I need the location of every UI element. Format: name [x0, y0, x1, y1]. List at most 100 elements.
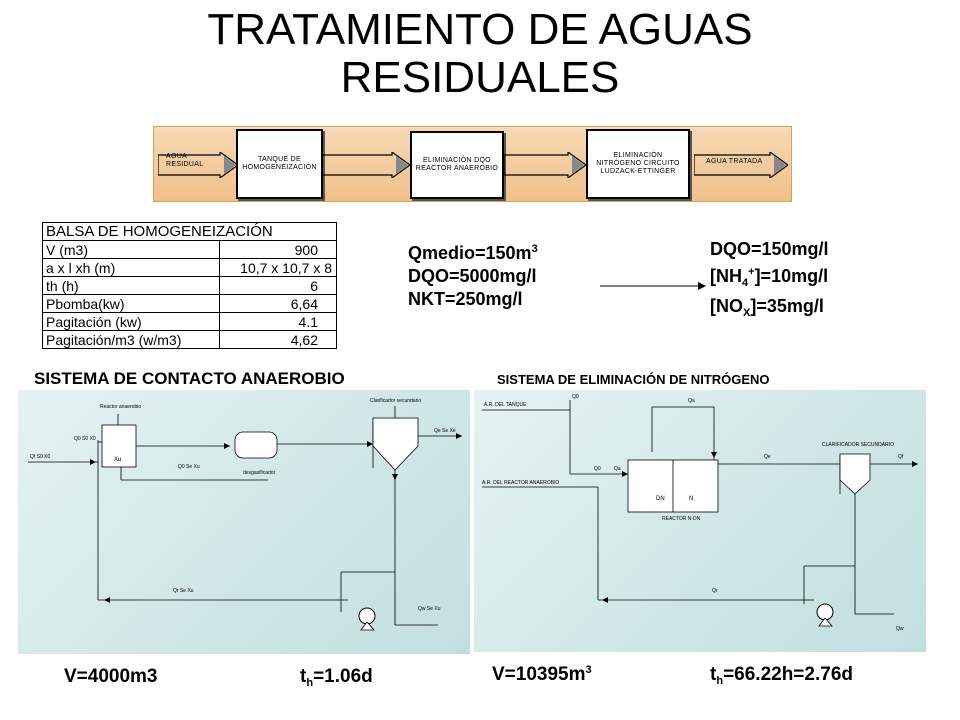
table-row: th (h)6: [42, 276, 337, 295]
nitrogen-lines: [482, 400, 918, 627]
transform-arrow: [600, 282, 706, 290]
anaerobic-title: SISTEMA DE CONTACTO ANAEROBIO: [34, 369, 345, 388]
page-title: TRATAMIENTO DE AGUAS RESIDUALES: [0, 6, 960, 102]
table-value: 6,64: [219, 294, 337, 313]
anaerobic-volume: V=4000m3: [64, 666, 158, 687]
tanque-l2: HOMOGENEIZACIÓN: [242, 164, 317, 171]
effluent-nh4: [NH4+]=10mg/l: [710, 261, 829, 295]
nox-a: [NO: [710, 296, 743, 316]
nitrogen-q0-label: Q0: [594, 466, 601, 472]
table-label: Pbomba(kw): [42, 294, 220, 313]
anaerobic-inflow-label: Qf S0 X0: [30, 454, 51, 460]
nitrogen-title: SISTEMA DE ELIMINACIÓN DE NITRÓGENO: [497, 372, 770, 387]
nitrogen-qe-label: Qe: [764, 454, 771, 460]
agua-residual-l1: AGUA: [166, 153, 188, 160]
agua-residual-label: AGUA RESIDUAL: [166, 153, 236, 169]
anaerobic-xu-label: Xu: [114, 457, 122, 463]
influent-params: Qmedio=150m3 DQO=5000mg/l NKT=250mg/l: [408, 238, 538, 311]
influent-q: Qmedio=150m3: [408, 238, 538, 265]
influent-dqo: DQO=5000mg/l: [408, 266, 537, 286]
nitrogen-time: th=66.22h=2.76d: [710, 664, 853, 687]
anaerobic-clarif-label: Clarificador secundario: [370, 398, 422, 404]
dqo-l2: REACTOR ANAEROBIO: [415, 165, 499, 172]
title-line-2: RESIDUALES: [340, 53, 620, 102]
anaerobic-pump-label: Qw Se Xu: [418, 606, 441, 612]
nitrogen-qa-label: Qa: [688, 398, 695, 404]
nh4-a: [NH: [710, 266, 742, 286]
nh4-sub: 4: [742, 277, 749, 289]
anaerobic-t-sub: h: [306, 677, 314, 689]
nitrogen-t: t: [710, 664, 717, 685]
anaerobic-reactor-label: Reactor anaerobio: [100, 404, 142, 410]
table-label: Pagitación (kw): [42, 312, 220, 331]
nh4-sup: +: [748, 266, 755, 278]
homogenization-table: BALSA DE HOMOGENEIZACIÓN V (m3)900 a x l…: [42, 222, 337, 349]
table-value: 4.1: [219, 312, 337, 331]
dqo-l1: ELIMINACIÓN DQO: [423, 157, 491, 164]
table-value: 6: [219, 276, 337, 295]
nitrogen-in1-label: A.R. DEL TANQUE: [484, 402, 527, 408]
nitrogen-qr-label: Qr: [712, 588, 718, 594]
anaerobic-time: th=1.06d: [300, 666, 373, 689]
flow-arrow-4: [694, 152, 788, 178]
anaerobic-diagram: Qf S0 X0 Reactor anaerobio Q0 S0 X0 Xu Q…: [18, 390, 470, 654]
nitro-l3: LUDZACK-ETTINGER: [600, 168, 676, 175]
anaerobic-recycle-label: Qr Se Xu: [173, 588, 194, 594]
anaerobic-out-label: Qe Se Xe: [434, 428, 456, 434]
nitrogen-reactor-label: REACTOR N-DN: [662, 516, 701, 522]
anaerobic-mid-label: Q0 Se Xu: [178, 464, 200, 470]
tanque-l1: TANQUE DE: [257, 156, 301, 163]
table-label: th (h): [42, 276, 220, 295]
table-row: a x l xh (m)10,7 x 10,7 x 8: [42, 258, 337, 277]
nitrogen-qf-label: Qf: [898, 454, 904, 460]
table-label: a x l xh (m): [42, 258, 220, 277]
flow-arrow-2: [322, 152, 410, 178]
flow-arrow-3: [504, 152, 586, 178]
nitrogen-q0a-label: Q0: [572, 394, 579, 400]
nh4-b: ]=10mg/l: [754, 266, 829, 286]
influent-q-text: Qmedio=150m: [408, 243, 532, 263]
nitrogen-in2-label: A.R. DEL REACTOR ANAEROBIO: [482, 480, 560, 486]
nox-sub: X: [743, 307, 751, 319]
table-row: Pagitación (kw)4.1: [42, 312, 337, 331]
anaerobic-degas-label: desgasificador: [243, 470, 276, 476]
table-label: V (m3): [42, 240, 220, 259]
flow-arrow-1: [158, 152, 238, 178]
anaerobic-lines: [28, 406, 462, 631]
nitrogen-diagram: A.R. DEL TANQUE A.R. DEL REACTOR ANAEROB…: [474, 390, 926, 652]
table-value: 10,7 x 10,7 x 8: [219, 258, 337, 277]
table-row: Pbomba(kw)6,64: [42, 294, 337, 313]
anaerobic-t-value: =1.06d: [313, 666, 373, 687]
agua-residual-l2: RESIDUAL: [166, 161, 204, 168]
nox-b: ]=35mg/l: [750, 296, 824, 316]
nitrogen-v-text: V=10395m: [492, 664, 586, 685]
anaerobic-feed-label: Q0 S0 X0: [74, 436, 96, 442]
anaerobic-t: t: [300, 666, 307, 687]
effluent-params: DQO=150mg/l [NH4+]=10mg/l [NOX]=35mg/l: [710, 238, 829, 325]
nitrogen-qw-label: Qw: [896, 626, 904, 632]
nitrogen-n-label: N: [689, 496, 694, 502]
nitrogen-t-value: =66.22h=2.76d: [723, 664, 853, 685]
table-value: 4,62: [219, 330, 337, 349]
title-line-1: TRATAMIENTO DE AGUAS: [207, 5, 753, 54]
nitro-l2: NITRÓGENO CIRCUITO: [596, 160, 680, 167]
table-row: Pagitación/m3 (w/m3)4,62: [42, 330, 337, 349]
nitrogen-t-sub: h: [716, 675, 724, 687]
nitrogen-dn-label: DN: [656, 496, 665, 502]
table-header: BALSA DE HOMOGENEIZACIÓN: [42, 222, 337, 241]
nitrogen-qb-label: Qa: [614, 466, 621, 472]
nitro-l1: ELIMINACIÓN: [613, 152, 663, 159]
table-label: Pagitación/m3 (w/m3): [42, 330, 220, 349]
nitrogen-v-sup: 3: [585, 664, 592, 676]
agua-tratada-label: AGUA TRATADA: [706, 158, 763, 165]
nitrogen-clarif-label: CLARIFICADOR SECUNDARIO: [822, 442, 894, 448]
influent-q-sup: 3: [531, 243, 538, 255]
effluent-dqo: DQO=150mg/l: [710, 239, 829, 259]
nitrogen-volume: V=10395m3: [492, 664, 592, 686]
influent-nkt: NKT=250mg/l: [408, 289, 523, 309]
table-row: V (m3)900: [42, 240, 337, 259]
